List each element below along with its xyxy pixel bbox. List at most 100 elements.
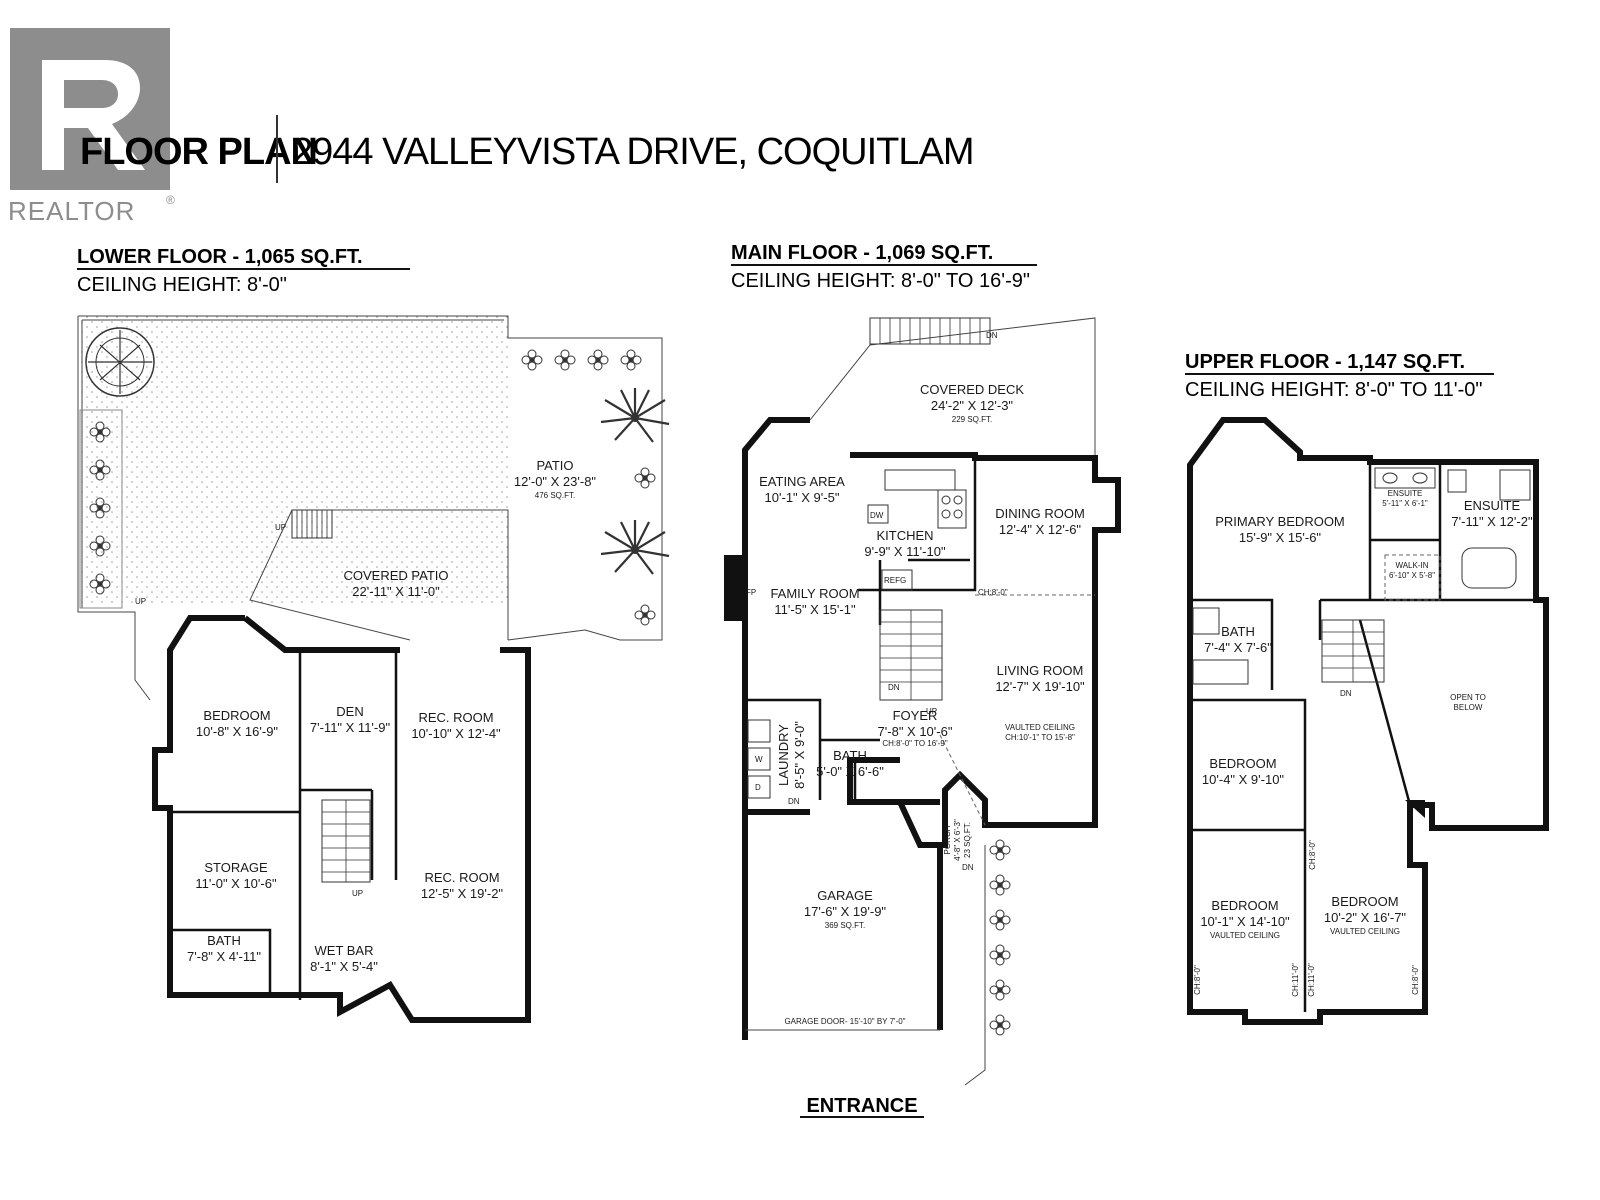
room-note: VAULTED CEILING [1005, 723, 1075, 732]
stair-down-label: DN [788, 797, 800, 806]
room-name: ENSUITE [1388, 489, 1423, 498]
room-name: WALK-IN [1395, 561, 1428, 570]
logo-text: REALTOR [8, 196, 135, 226]
room-name: COVERED PATIO [344, 568, 449, 583]
room-name: BEDROOM [203, 708, 270, 723]
room-dims: 10'-8" X 16'-9" [196, 724, 279, 739]
stair-up-label: UP [275, 523, 286, 532]
realtor-logo: REALTOR ® [8, 28, 175, 226]
room-area: 229 SQ.FT. [952, 415, 992, 424]
palm-tree-icon [599, 518, 671, 576]
fireplace-label: FP [746, 588, 756, 597]
main-floor: MAIN FLOOR - 1,069 SQ.FT. CEILING HEIGHT… [724, 242, 1121, 1118]
room-dims: 15'-9" X 15'-6" [1239, 530, 1322, 545]
room-name: COVERED DECK [920, 382, 1024, 397]
room-name: PATIO [536, 458, 573, 473]
room-dims: 12'-5" X 19'-2" [421, 886, 504, 901]
planter-flower-icon [587, 349, 609, 371]
ceiling-height-label: CH:8'-0" [1308, 840, 1317, 870]
planter-flower-icon [620, 349, 642, 371]
room-note: CH:8'-0" TO 16'-9" [882, 739, 948, 748]
room-dims: 9'-9" X 11'-10" [864, 544, 946, 559]
open-to-below: OPEN TO [1450, 693, 1486, 702]
room-name: LAUNDRY [776, 724, 791, 786]
lower-floor: LOWER FLOOR - 1,065 SQ.FT. CEILING HEIGH… [77, 246, 671, 1023]
room-note: VAULTED CEILING [1330, 927, 1400, 936]
upper-floor-ceiling: CEILING HEIGHT: 8'-0" TO 11'-0" [1185, 379, 1482, 401]
upper-floor: UPPER FLOOR - 1,147 SQ.FT. CEILING HEIGH… [1185, 351, 1549, 1025]
dishwasher-label: DW [870, 511, 884, 520]
room-dims: 11'-0" X 10'-6" [195, 876, 277, 891]
room-name: EATING AREA [759, 474, 845, 489]
room-dims: 4'-8" X 6'-3" [953, 819, 962, 861]
room-dims: 10'-1" X 9'-5" [765, 490, 840, 505]
main-floor-title: MAIN FLOOR - 1,069 SQ.FT. [731, 242, 993, 264]
room-dims: 10'-10" X 12'-4" [411, 726, 501, 741]
stair-down-label: DN [962, 863, 974, 872]
room-area: 23 SQ.FT. [963, 822, 972, 858]
room-dims: 7'-4" X 7'-6" [1204, 640, 1272, 655]
room-dims: 24'-2" X 12'-3" [931, 398, 1014, 413]
room-dims: 10'-4" X 9'-10" [1202, 772, 1285, 787]
ceiling-height-label: CH:8'-0" [978, 588, 1008, 597]
room-name: DINING ROOM [995, 506, 1085, 521]
room-area: 369 SQ.FT. [825, 921, 865, 930]
room-name: PRIMARY BEDROOM [1215, 514, 1345, 529]
dryer-label: D [755, 783, 761, 792]
interior-stair [321, 799, 371, 883]
room-note: CH:10'-1" TO 15'-8" [1005, 733, 1075, 742]
stair-up-label: UP [352, 889, 363, 898]
planter-flower-icon [521, 349, 543, 371]
room-dims: 22'-11" X 11'-0" [352, 584, 440, 599]
fridge-label: REFG [884, 576, 906, 585]
ceiling-height-label: CH:8'-0" [1193, 965, 1202, 995]
room-name: KITCHEN [876, 528, 933, 543]
stair-down-label: DN [986, 331, 998, 340]
room-name: FAMILY ROOM [770, 586, 859, 601]
lower-floor-title: LOWER FLOOR - 1,065 SQ.FT. [77, 246, 363, 268]
room-dims: 7'-11" X 11'-9" [310, 720, 391, 735]
room-name: LIVING ROOM [997, 663, 1084, 678]
exterior-stair [291, 509, 333, 539]
title-divider [276, 115, 278, 183]
room-dims: 8'-1" X 5'-4" [310, 959, 378, 974]
stair-up-label: UP [135, 597, 146, 606]
entrance-label: ENTRANCE [806, 1095, 917, 1117]
walkway-flower-icon [989, 874, 1011, 896]
room-area: 476 SQ.FT. [535, 491, 575, 500]
room-name: BEDROOM [1331, 894, 1398, 909]
walkway-flower-icon [989, 909, 1011, 931]
stair-up-label: UP [926, 707, 937, 716]
room-dims: 5'-11" X 6'-1" [1382, 499, 1428, 508]
room-name: REC. ROOM [424, 870, 499, 885]
walkway-flower-icon [989, 1014, 1011, 1036]
planter-flower-icon [634, 467, 656, 489]
room-dims: 10'-1" X 14'-10" [1200, 914, 1290, 929]
room-name: BATH [833, 748, 867, 763]
room-name: BATH [207, 933, 241, 948]
room-dims: 7'-8" X 10'-6" [878, 724, 953, 739]
upper-stair [1321, 619, 1385, 683]
stair-down-label: DN [1340, 689, 1352, 698]
tree-icon [85, 327, 155, 397]
planter-flower-icon [634, 604, 656, 626]
main-floor-ceiling: CEILING HEIGHT: 8'-0" TO 16'-9" [731, 270, 1030, 292]
ceiling-height-label: CH:11'-0" [1291, 963, 1300, 997]
room-name: BATH [1221, 624, 1255, 639]
room-dims: 12'-7" X 19'-10" [995, 679, 1085, 694]
washer-label: W [755, 755, 763, 764]
room-name: STORAGE [204, 860, 268, 875]
lower-exterior-wall [152, 615, 531, 1023]
ceiling-height-label: CH:11'-0" [1307, 963, 1316, 997]
room-dims: 7'-8" X 4'-11" [187, 949, 261, 964]
open-to-below: BELOW [1454, 703, 1483, 712]
walkway-flower-icon [989, 944, 1011, 966]
walkway-flower-icon [989, 979, 1011, 1001]
main-stair [879, 609, 943, 701]
room-dims: 5'-0" X 6'-6" [816, 764, 884, 779]
room-name: DEN [336, 704, 363, 719]
walkway-flower-icon [989, 839, 1011, 861]
room-name: ENSUITE [1464, 498, 1521, 513]
room-name: WET BAR [315, 943, 374, 958]
